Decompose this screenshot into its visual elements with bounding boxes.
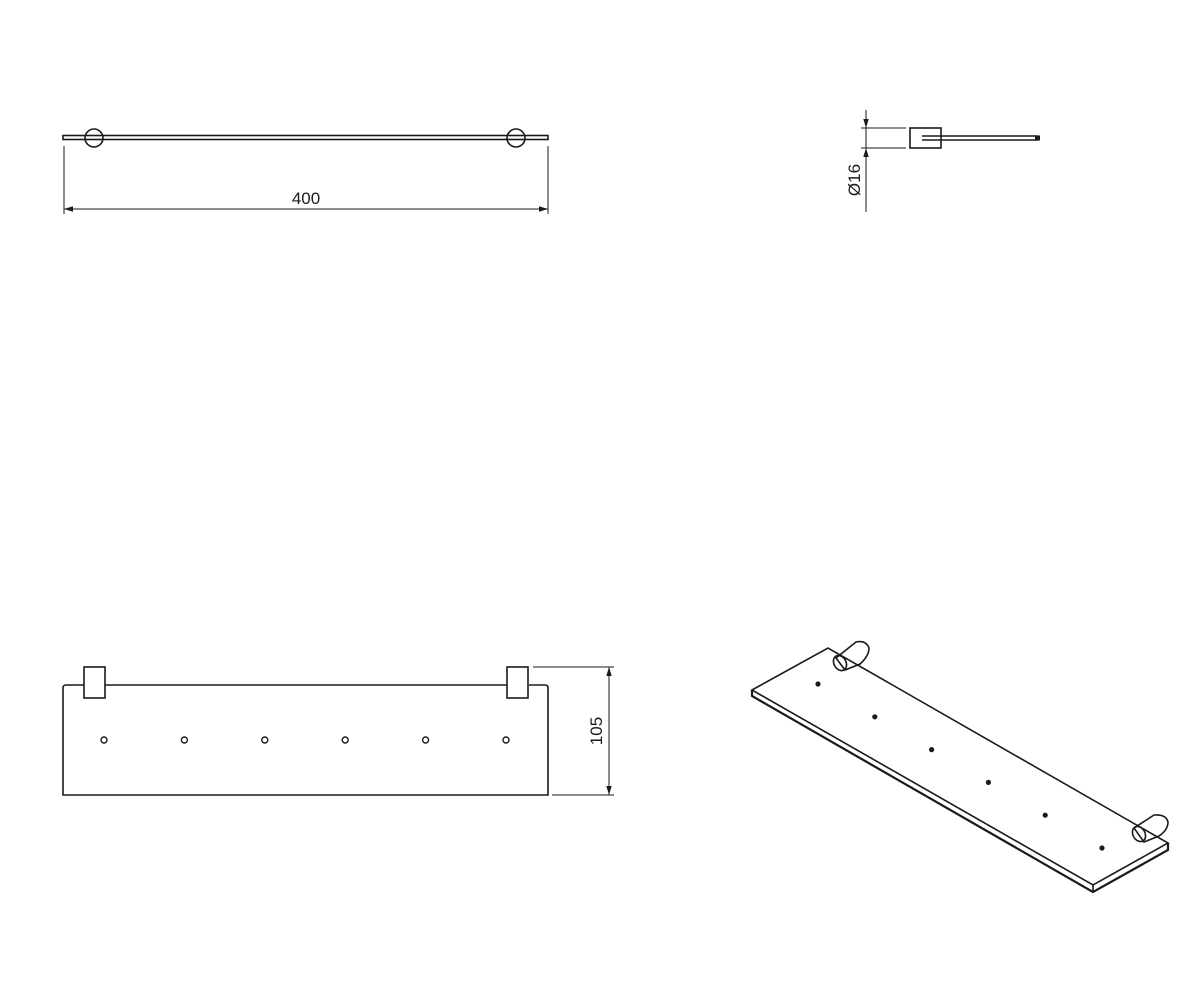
front-mounting-hole [502, 736, 510, 744]
shelf-top-edge [62, 134, 549, 141]
front-mounting-hole [421, 736, 430, 744]
iso-shelf-front-edge [750, 690, 1170, 894]
front-mounting-hole [261, 736, 269, 744]
front-view: 105 [62, 666, 614, 796]
width-dimension-label: 400 [292, 189, 320, 208]
iso-shelf-top-face [750, 647, 1170, 886]
front-mounting-hole [180, 736, 189, 744]
isometric-view [750, 640, 1170, 894]
iso-mounting-hole [815, 681, 821, 687]
iso-mounting-hole [1042, 812, 1048, 818]
bracket-right-circle [506, 128, 526, 148]
front-mounting-hole [100, 736, 108, 744]
iso-mounting-hole [1099, 845, 1105, 851]
iso-mounting-hole [872, 714, 878, 720]
iso-mounting-hole [985, 779, 992, 786]
bracket-left-front [83, 666, 106, 699]
front-mounting-hole [341, 736, 349, 744]
bracket-left-circle [84, 128, 104, 148]
bracket-side-box [909, 127, 942, 149]
depth-dimension-label: 105 [587, 717, 606, 745]
front-hole-group [100, 736, 510, 744]
glass-end-tip [1035, 135, 1040, 141]
side-view: Ø16 [845, 110, 1040, 212]
shelf-front-outline [62, 684, 549, 796]
iso-bracket-front-right [1131, 814, 1169, 843]
iso-bracket-back-left [832, 640, 870, 672]
iso-mounting-hole [929, 747, 935, 753]
iso-hole-group [815, 681, 1105, 851]
bracket-right-front [506, 666, 529, 699]
top-view: 400 [62, 128, 549, 214]
diameter-dimension-label: Ø16 [845, 164, 864, 196]
